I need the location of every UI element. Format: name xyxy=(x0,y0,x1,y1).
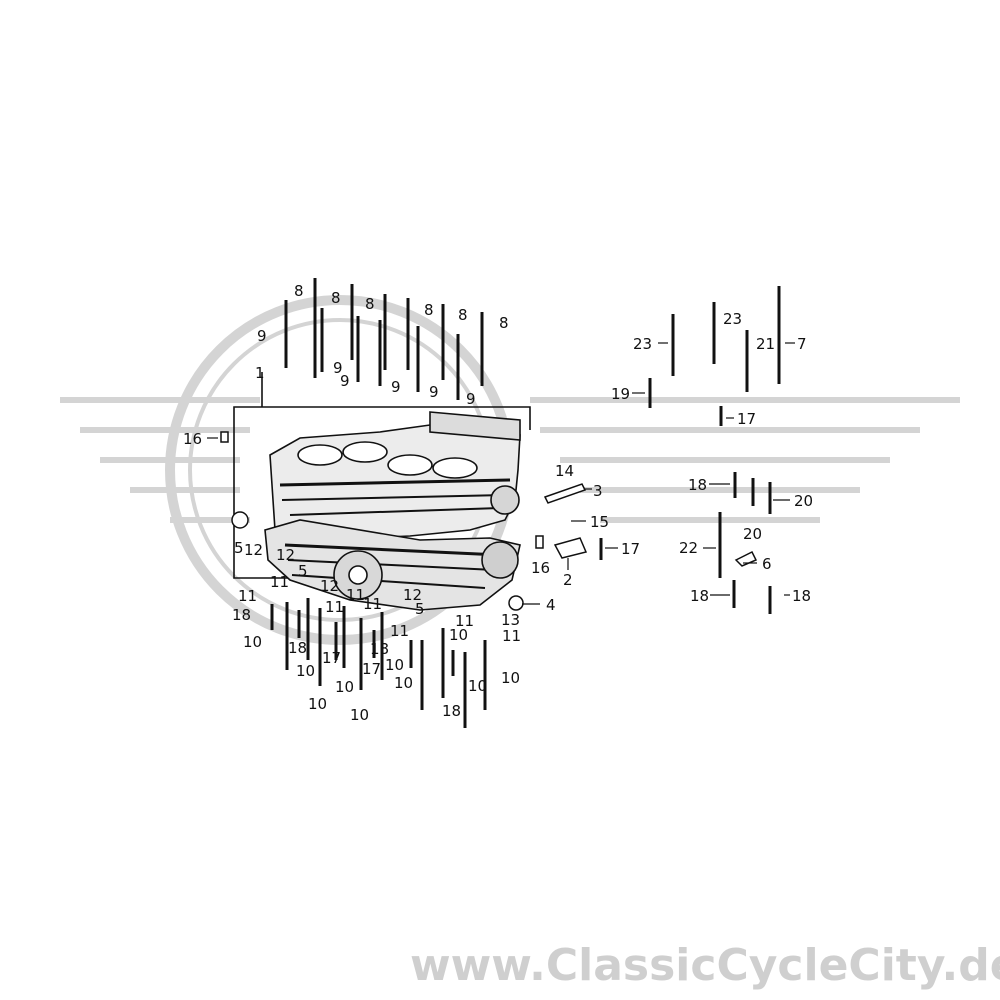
callout-11: 11 xyxy=(270,573,289,591)
callout-8: 8 xyxy=(294,282,304,300)
callout-18: 18 xyxy=(690,587,709,605)
callout-9: 9 xyxy=(333,359,343,377)
callout-7: 7 xyxy=(797,335,807,353)
callout-10: 10 xyxy=(296,662,315,680)
callout-12: 12 xyxy=(320,577,339,595)
callout-18: 18 xyxy=(288,639,307,657)
callout-9: 9 xyxy=(429,383,439,401)
callout-17: 17 xyxy=(737,410,756,428)
callout-9: 9 xyxy=(391,378,401,396)
dowel-pin-icon xyxy=(535,535,544,549)
dowel-pin-icon xyxy=(220,431,229,443)
plug-icon xyxy=(508,595,524,611)
callout-11: 11 xyxy=(455,612,474,630)
callout-17: 17 xyxy=(621,540,640,558)
callout-9: 9 xyxy=(340,372,350,390)
callout-20: 20 xyxy=(794,492,813,510)
site-watermark: www.ClassicCycleCity.de xyxy=(410,940,1000,991)
callout-10: 10 xyxy=(385,656,404,674)
callout-23: 23 xyxy=(723,310,742,328)
callout-6: 6 xyxy=(762,555,772,573)
callout-12: 12 xyxy=(276,546,295,564)
callout-14: 14 xyxy=(555,462,574,480)
small-components xyxy=(220,431,758,611)
callout-8: 8 xyxy=(365,295,375,313)
seal-icon xyxy=(231,511,249,529)
callout-3: 3 xyxy=(593,482,603,500)
callout-22: 22 xyxy=(679,539,698,557)
callout-21: 21 xyxy=(756,335,775,353)
callout-12: 12 xyxy=(244,541,263,559)
callout-8: 8 xyxy=(458,306,468,324)
callout-19: 19 xyxy=(611,385,630,403)
callout-labels: 1 2 3 4 5 5 5 6 7 8 8 8 8 8 8 9 9 9 9 9 … xyxy=(183,282,813,724)
callout-12: 12 xyxy=(403,586,422,604)
callout-10: 10 xyxy=(308,695,327,713)
callout-17: 17 xyxy=(362,660,381,678)
callout-10: 10 xyxy=(243,633,262,651)
leader-lines xyxy=(207,342,795,605)
callout-10: 10 xyxy=(449,626,468,644)
callout-11: 11 xyxy=(363,595,382,613)
callout-16: 16 xyxy=(183,430,202,448)
callout-11: 11 xyxy=(502,627,521,645)
callout-10: 10 xyxy=(468,677,487,695)
callout-9: 9 xyxy=(257,327,267,345)
callout-16: 16 xyxy=(531,559,550,577)
bracket-icon xyxy=(543,483,587,504)
bolts xyxy=(270,278,781,728)
callout-9: 9 xyxy=(466,390,476,408)
callout-1: 1 xyxy=(255,364,265,382)
callout-18: 18 xyxy=(370,640,389,658)
callout-17: 17 xyxy=(322,649,341,667)
callout-8: 8 xyxy=(331,289,341,307)
callout-23: 23 xyxy=(633,335,652,353)
callout-11: 11 xyxy=(238,587,257,605)
callout-8: 8 xyxy=(424,301,434,319)
callout-18: 18 xyxy=(688,476,707,494)
callout-20: 20 xyxy=(743,525,762,543)
callout-18: 18 xyxy=(442,702,461,720)
callout-5: 5 xyxy=(234,539,244,557)
callout-13: 13 xyxy=(501,611,520,629)
callout-18: 18 xyxy=(232,606,251,624)
callout-10: 10 xyxy=(350,706,369,724)
callout-4: 4 xyxy=(546,596,556,614)
callout-11: 11 xyxy=(346,586,365,604)
callout-5: 5 xyxy=(415,600,425,618)
callout-11: 11 xyxy=(325,598,344,616)
callout-8: 8 xyxy=(499,314,509,332)
guide-icon xyxy=(553,537,588,559)
callout-10: 10 xyxy=(501,669,520,687)
clamp-icon xyxy=(734,550,758,567)
callout-18: 18 xyxy=(792,587,811,605)
callout-10: 10 xyxy=(394,674,413,692)
wing-logo-watermark xyxy=(60,295,960,645)
callout-10: 10 xyxy=(335,678,354,696)
crankcase-assembly xyxy=(233,372,531,611)
callout-15: 15 xyxy=(590,513,609,531)
callout-11: 11 xyxy=(390,622,409,640)
callout-5: 5 xyxy=(298,562,308,580)
callout-2: 2 xyxy=(563,571,573,589)
